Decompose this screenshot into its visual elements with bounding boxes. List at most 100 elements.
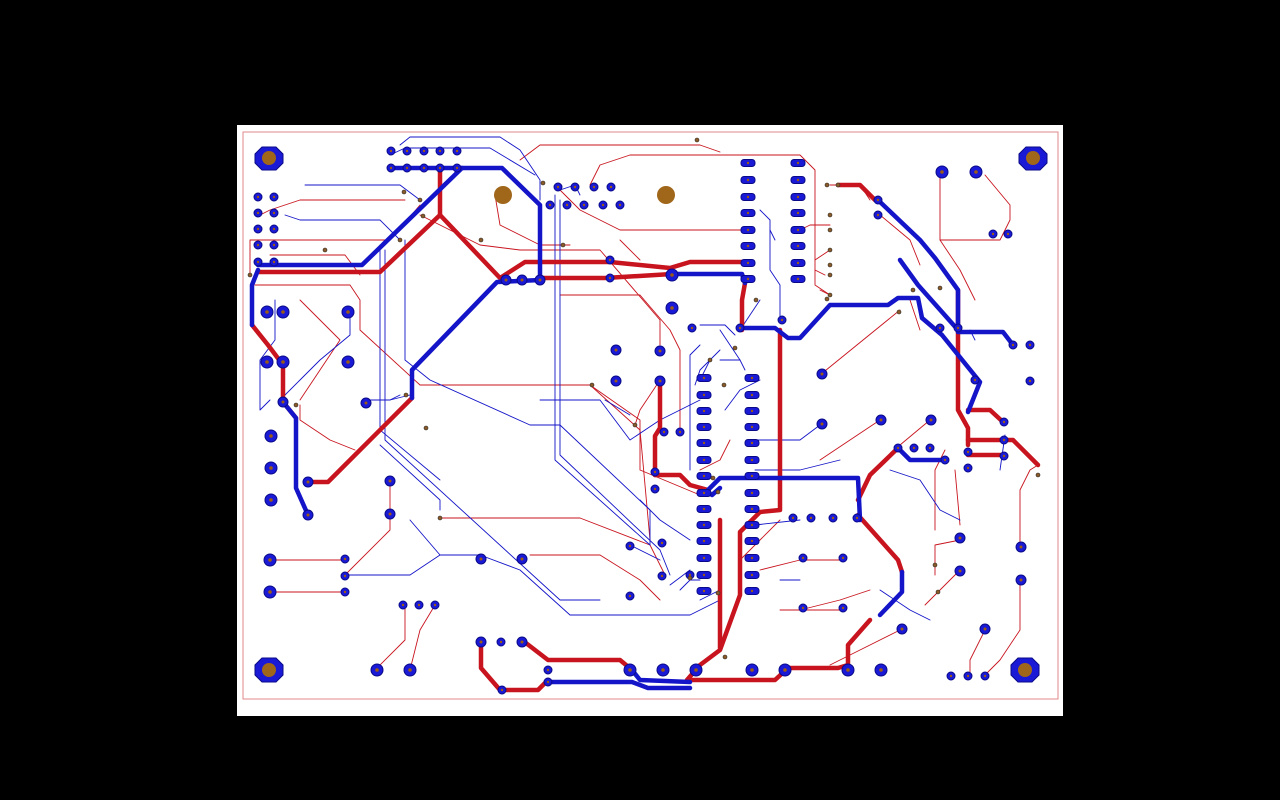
smd-pad [740, 275, 756, 283]
pad [384, 508, 396, 520]
pad [1015, 541, 1027, 553]
smd-pad [744, 374, 760, 382]
smd-pad [790, 176, 806, 184]
pad [689, 663, 703, 677]
bottom-signal-traces [259, 136, 1006, 621]
smd-pad [696, 423, 712, 431]
pad [534, 274, 546, 286]
pad [999, 417, 1009, 427]
smd-pad [744, 423, 760, 431]
smd-pad [790, 193, 806, 201]
pad [263, 553, 277, 567]
pad [816, 368, 828, 380]
pad [430, 600, 440, 610]
pad [302, 476, 314, 488]
pad [896, 623, 908, 635]
smd-pad [790, 242, 806, 250]
pad [909, 443, 919, 453]
smd-pad [790, 226, 806, 234]
pad [269, 224, 279, 234]
pad [745, 663, 759, 677]
pad [665, 268, 679, 282]
pad [969, 165, 983, 179]
pad [893, 443, 903, 453]
smd-pad [790, 275, 806, 283]
mounting-hole-bottom-right [1010, 657, 1040, 683]
pad [545, 200, 555, 210]
mounting-hole-bottom-left [254, 657, 284, 683]
via [715, 489, 721, 495]
pad [253, 257, 263, 267]
pad [269, 257, 279, 267]
pad [598, 200, 608, 210]
via [589, 382, 595, 388]
via [835, 182, 841, 188]
pad [553, 182, 563, 192]
mounting-hole-small-2 [657, 186, 675, 204]
pad [963, 671, 973, 681]
mounting-hole-top-right [1018, 146, 1048, 171]
pad [999, 435, 1009, 445]
smd-pad [744, 587, 760, 595]
smd-pad [790, 259, 806, 267]
via [478, 237, 484, 243]
via [632, 422, 638, 428]
component-pads [253, 146, 1035, 695]
smd-pad [696, 571, 712, 579]
board-outline [242, 131, 1059, 700]
via [715, 590, 721, 596]
pad [687, 323, 697, 333]
pad [419, 146, 429, 156]
pad [650, 484, 660, 494]
pad [384, 475, 396, 487]
pad [570, 182, 580, 192]
pad [340, 554, 350, 564]
pad [925, 414, 937, 426]
pad [516, 274, 528, 286]
pad [253, 192, 263, 202]
pad [610, 375, 622, 387]
pad [852, 513, 862, 523]
pad [589, 182, 599, 192]
pad [260, 355, 274, 369]
smd-pad [744, 439, 760, 447]
pad [276, 355, 290, 369]
pad [402, 163, 412, 173]
mounting-hole-small-1 [494, 186, 512, 204]
smd-pad [790, 209, 806, 217]
pad [475, 636, 487, 648]
pad [777, 315, 787, 325]
pad [841, 663, 855, 677]
pad [999, 451, 1009, 461]
pad [940, 455, 950, 465]
smd-pad [696, 489, 712, 497]
pad [452, 146, 462, 156]
pad [625, 591, 635, 601]
smd-pad [740, 226, 756, 234]
pad [925, 443, 935, 453]
via [423, 425, 429, 431]
smd-pad [696, 439, 712, 447]
via [322, 247, 328, 253]
via [827, 247, 833, 253]
pad [370, 663, 384, 677]
via [403, 392, 409, 398]
top-signal-traces [249, 144, 1039, 677]
via [1035, 472, 1041, 478]
pad [605, 255, 615, 265]
pad [606, 182, 616, 192]
mounting-hole-top-left [254, 146, 284, 171]
pad [340, 587, 350, 597]
via [420, 213, 426, 219]
pad [269, 208, 279, 218]
pad [435, 146, 445, 156]
via [827, 262, 833, 268]
via [247, 272, 253, 278]
via [397, 237, 403, 243]
pad [264, 429, 278, 443]
pad [953, 323, 963, 333]
pad [1025, 340, 1035, 350]
via [732, 345, 738, 351]
pad [610, 344, 622, 356]
